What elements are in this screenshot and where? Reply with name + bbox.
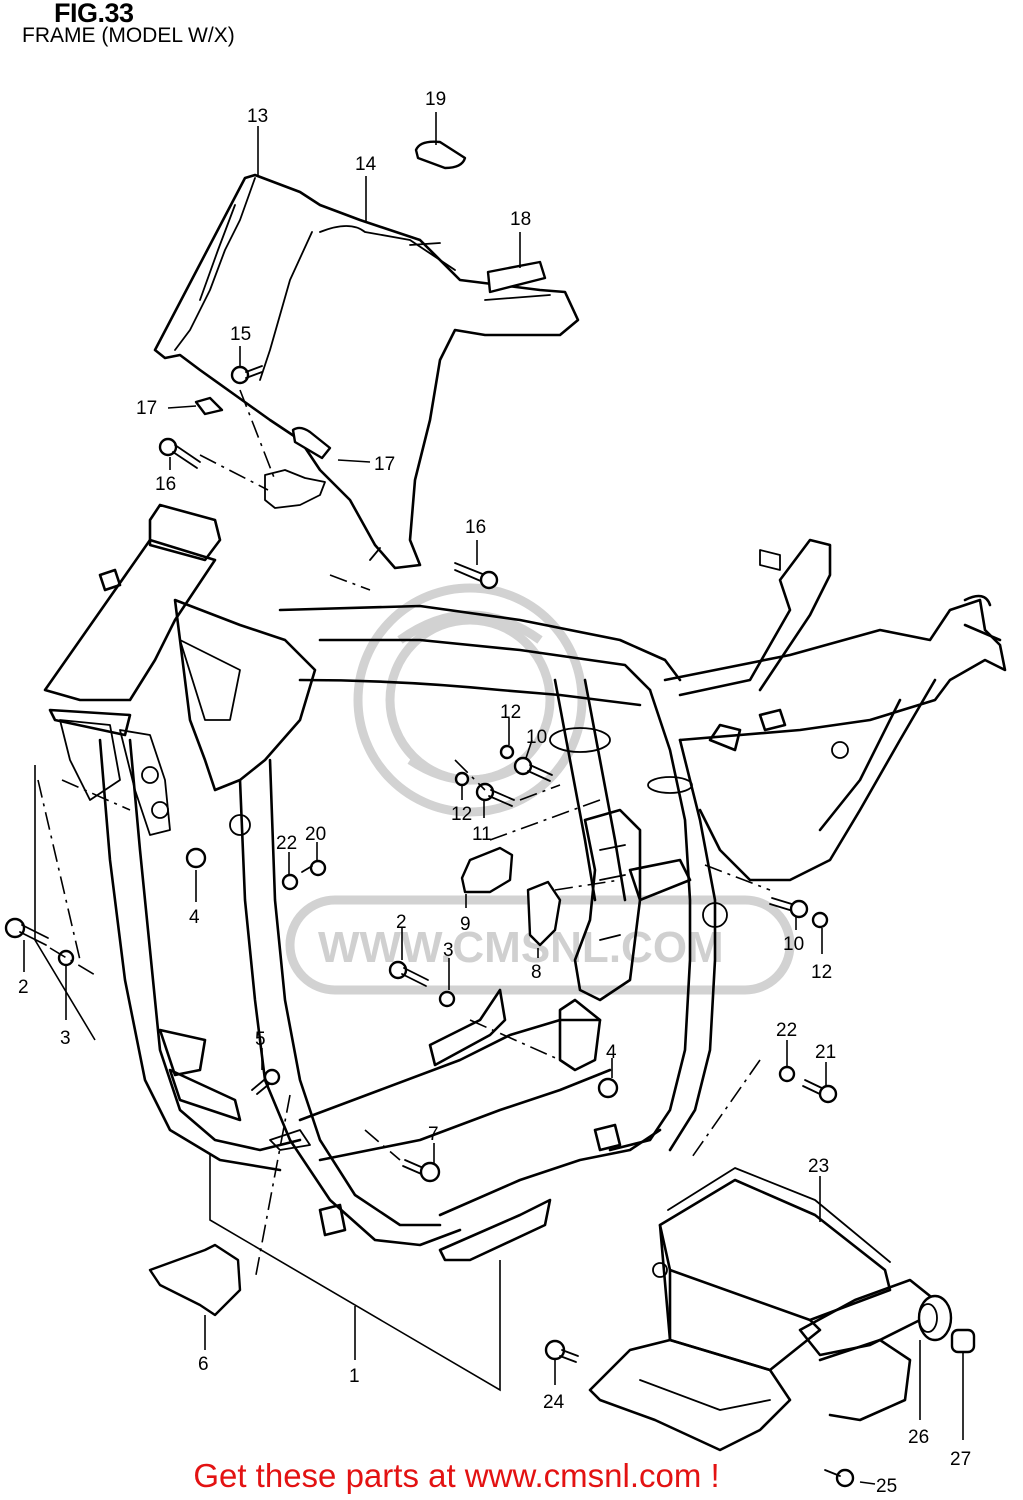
callout-17-left: 17	[136, 398, 157, 419]
callout-16-left: 16	[155, 474, 176, 495]
callout-25: 25	[876, 1476, 897, 1497]
part-3-nut-left	[57, 949, 75, 967]
cover-bracket	[264, 469, 326, 509]
part-3-nut-center	[438, 990, 456, 1008]
part-7-bolt	[402, 1159, 441, 1183]
part-21-bolt	[802, 1079, 838, 1104]
part-27-collar	[950, 1328, 976, 1354]
part-22-washer-left	[281, 873, 299, 891]
callout-11: 11	[472, 824, 492, 845]
callout-10-upper: 10	[526, 727, 547, 748]
callout-12-middle: 12	[451, 804, 472, 825]
part-8-bracket	[460, 846, 514, 894]
part-26-cushion	[917, 1294, 953, 1342]
part-2-bolt-center	[388, 960, 429, 987]
callout-1: 1	[349, 1366, 360, 1387]
callout-7: 7	[428, 1124, 439, 1145]
callout-3-left: 3	[60, 1028, 71, 1049]
callout-15: 15	[230, 324, 251, 345]
part-6-bracket	[148, 1243, 242, 1317]
callout-4-upper: 4	[189, 907, 200, 928]
part-10-bolt-upper	[513, 756, 553, 782]
callout-8: 9	[460, 914, 471, 935]
callout-9: 8	[531, 962, 542, 983]
group-bracket-left	[34, 765, 96, 1041]
part-16-bolt-left	[158, 437, 201, 469]
callout-24: 24	[543, 1392, 565, 1413]
main-frame-part-1	[43, 503, 1007, 1262]
callout-12-upper: 12	[500, 702, 521, 723]
part-2-bolt-left	[4, 917, 49, 946]
footer-text: Get these parts at www.cmsnl.com !	[193, 1457, 720, 1494]
callout-labels: 13 14 19 18 15 17 17 16 16 12 10 12 11 2…	[18, 89, 971, 1497]
callout-26: 26	[908, 1427, 929, 1448]
callout-3-center: 3	[443, 940, 454, 961]
callout-23: 23	[808, 1156, 829, 1177]
part-4-nut-lower	[597, 1077, 619, 1099]
callout-4-lower: 4	[606, 1042, 617, 1063]
watermark-text: WWW.CMSNL.COM	[318, 923, 724, 972]
part-5-bolt	[251, 1068, 281, 1095]
callout-27: 27	[950, 1449, 971, 1470]
part-22-washer-right	[778, 1065, 796, 1083]
callout-16-right: 16	[465, 517, 486, 538]
figure-title: FIG.33	[54, 0, 134, 28]
part-11-bolt	[475, 782, 515, 807]
callout-17-right: 17	[374, 454, 395, 475]
callout-13: 13	[247, 106, 268, 127]
callout-10-right: 10	[783, 934, 804, 955]
part-12-nut-middle	[454, 771, 470, 787]
callout-12-right: 12	[811, 962, 832, 983]
part-17-clip-right	[291, 426, 332, 460]
battery-box-part-23	[588, 1167, 937, 1452]
frame-cover-part-13-14	[153, 173, 580, 570]
part-25-bolt	[824, 1468, 855, 1488]
group-bracket-frame	[209, 1155, 501, 1392]
leader-lines	[23, 112, 964, 1485]
callout-14: 14	[355, 154, 377, 175]
part-12-nut-upper	[499, 744, 515, 760]
footer-link-banner[interactable]: Get these parts at www.cmsnl.com !	[0, 1457, 1023, 1495]
part-20-bolt	[301, 859, 327, 877]
callout-6: 6	[198, 1354, 209, 1375]
part-24-bolt	[544, 1339, 579, 1363]
callout-22-right: 22	[776, 1020, 797, 1041]
part-18-emblem	[486, 260, 547, 294]
alignment-lines	[37, 389, 771, 1281]
engine-mount-bracket	[573, 808, 642, 1002]
callout-20: 20	[305, 824, 326, 845]
part-16-bolt-right	[454, 562, 499, 590]
callout-21: 21	[815, 1042, 836, 1063]
part-15-screw	[230, 365, 263, 385]
figure-subtitle: FRAME (MODEL W/X)	[22, 24, 235, 47]
callout-19: 19	[425, 89, 446, 110]
callout-22-left: 22	[276, 833, 297, 854]
callout-2-left: 2	[18, 977, 29, 998]
part-4-nut-upper	[185, 847, 207, 869]
part-9-bracket	[526, 880, 562, 947]
callout-5: 5	[255, 1029, 266, 1050]
part-12-nut-right	[811, 911, 829, 929]
part-10-bolt-right	[769, 897, 809, 919]
part-19-emblem	[414, 140, 467, 170]
callout-18: 18	[510, 209, 531, 230]
callout-2-center: 2	[396, 912, 407, 933]
part-17-clip-left	[194, 396, 224, 416]
